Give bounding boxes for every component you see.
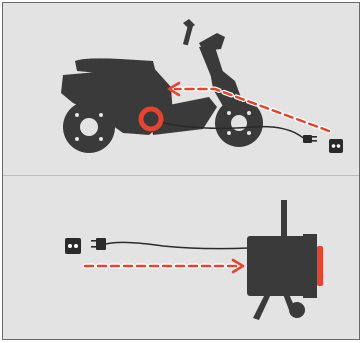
charger-icon (247, 200, 317, 320)
scooter-illustration (61, 19, 343, 153)
instruction-figure (2, 2, 360, 340)
dashed-arrow-icon (82, 258, 245, 274)
wall-socket-icon (65, 238, 81, 254)
charger-illustration (65, 200, 323, 320)
panel-divider (3, 175, 359, 176)
charger-status-light (317, 246, 323, 286)
dashed-arrow-icon (167, 81, 332, 134)
panel-plug-into-charger (3, 176, 359, 339)
charging-cable (105, 241, 250, 250)
wall-socket-icon (329, 139, 343, 153)
charging-port-icon (138, 106, 164, 132)
plug-icon (303, 135, 317, 143)
charging-cable (162, 122, 306, 140)
plug-icon (91, 238, 106, 250)
panel-plug-into-scooter (3, 3, 359, 175)
